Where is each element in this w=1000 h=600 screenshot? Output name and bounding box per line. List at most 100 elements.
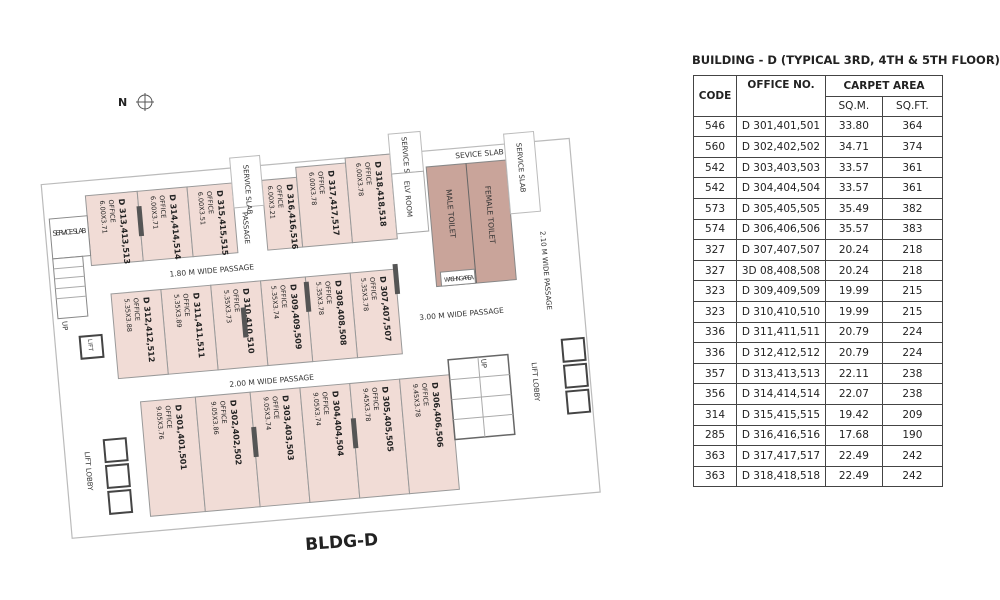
cell-sqft: 238 bbox=[881, 383, 944, 405]
cell-code: 314 bbox=[693, 403, 737, 426]
cell-code: 285 bbox=[693, 424, 737, 447]
cell-code: 546 bbox=[693, 115, 737, 138]
cell-office-no: D 302,402,502 bbox=[736, 136, 826, 158]
cell-sqft: 361 bbox=[881, 156, 944, 179]
office-word: OFFICE bbox=[323, 281, 333, 305]
cell-sqm: 20.24 bbox=[825, 259, 883, 282]
cell-sqm: 22.49 bbox=[825, 445, 883, 467]
service-slab-right bbox=[503, 130, 541, 215]
office-dims: 6.00X3.78 bbox=[307, 172, 318, 206]
cell-sqm: 22.11 bbox=[825, 362, 883, 385]
cell-code: 327 bbox=[693, 239, 737, 261]
office-word: OFFICE bbox=[181, 293, 191, 317]
lift-lobby-left-label: LIFT LOBBY bbox=[83, 451, 94, 491]
cell-code: 363 bbox=[693, 445, 737, 467]
cell-sqft: 224 bbox=[881, 321, 944, 344]
wall-segment bbox=[136, 205, 145, 237]
up-right-label: UP bbox=[479, 358, 488, 368]
cell-office-no: D 314,414,514 bbox=[736, 383, 826, 405]
cell-sqm: 20.79 bbox=[825, 321, 883, 344]
office-dims: 9.05X3.74 bbox=[262, 397, 273, 431]
cell-sqm: 33.57 bbox=[825, 156, 883, 179]
north-label: N bbox=[118, 96, 127, 109]
cell-office-no: D 315,415,515 bbox=[736, 403, 826, 426]
cell-sqft: 361 bbox=[881, 177, 944, 199]
office-dims: 6.00X3.71 bbox=[149, 196, 160, 230]
cell-sqft: 190 bbox=[881, 424, 944, 447]
header-sqm: SQ.M. bbox=[825, 95, 883, 117]
cell-sqm: 33.57 bbox=[825, 177, 883, 199]
building-label: BLDG-D bbox=[305, 530, 379, 555]
cell-code: 560 bbox=[693, 136, 737, 158]
cell-code: 574 bbox=[693, 218, 737, 241]
header-office: OFFICE NO. bbox=[736, 75, 826, 117]
cell-office-no: D 318,418,518 bbox=[736, 465, 826, 488]
office-word: OFFICE bbox=[316, 171, 326, 195]
cell-sqm: 35.57 bbox=[825, 218, 883, 241]
service-slab-top-label: SEVICE SLAB bbox=[455, 147, 504, 160]
office-dims: 9.45X3.78 bbox=[411, 383, 422, 417]
cell-sqft: 224 bbox=[881, 342, 944, 364]
table-title: BUILDING - D (TYPICAL 3RD, 4TH & 5TH FLO… bbox=[692, 53, 1000, 67]
cell-office-no: D 313,413,513 bbox=[736, 362, 826, 385]
cell-sqft: 218 bbox=[881, 259, 944, 282]
cell-office-no: D 303,403,503 bbox=[736, 156, 826, 179]
wall-segment bbox=[303, 281, 312, 312]
cell-sqm: 19.99 bbox=[825, 300, 883, 323]
cell-office-no: D 301,401,501 bbox=[736, 115, 826, 138]
cell-code: 363 bbox=[693, 465, 737, 488]
cell-office-no: D 311,411,511 bbox=[736, 321, 826, 344]
office-dims: 6.00X3.51 bbox=[196, 191, 207, 225]
up-left-label: UP bbox=[60, 321, 69, 331]
office-word: OFFICE bbox=[320, 391, 330, 415]
office-dims: 9.45X3.78 bbox=[361, 388, 372, 422]
cell-sqm: 20.24 bbox=[825, 239, 883, 261]
office-dims: 5.35X3.73 bbox=[222, 290, 233, 324]
cell-sqft: 374 bbox=[881, 136, 944, 158]
office-dims: 6.00X3.71 bbox=[98, 200, 109, 234]
cell-office-no: D 304,404,504 bbox=[736, 177, 826, 199]
washing-area-label: WASHING AREA bbox=[444, 274, 475, 284]
office-dims: 6.00X3.21 bbox=[266, 185, 277, 219]
cell-office-no: D 305,405,505 bbox=[736, 197, 826, 220]
cell-office-no: D 317,417,517 bbox=[736, 445, 826, 467]
cell-sqft: 383 bbox=[881, 218, 944, 241]
cell-sqft: 242 bbox=[881, 445, 944, 467]
cell-sqm: 20.79 bbox=[825, 342, 883, 364]
office-word: OFFICE bbox=[218, 400, 228, 424]
office-word: OFFICE bbox=[158, 195, 168, 219]
cell-sqm: 33.80 bbox=[825, 115, 883, 138]
wall-segment bbox=[350, 418, 359, 449]
cell-code: 336 bbox=[693, 321, 737, 344]
